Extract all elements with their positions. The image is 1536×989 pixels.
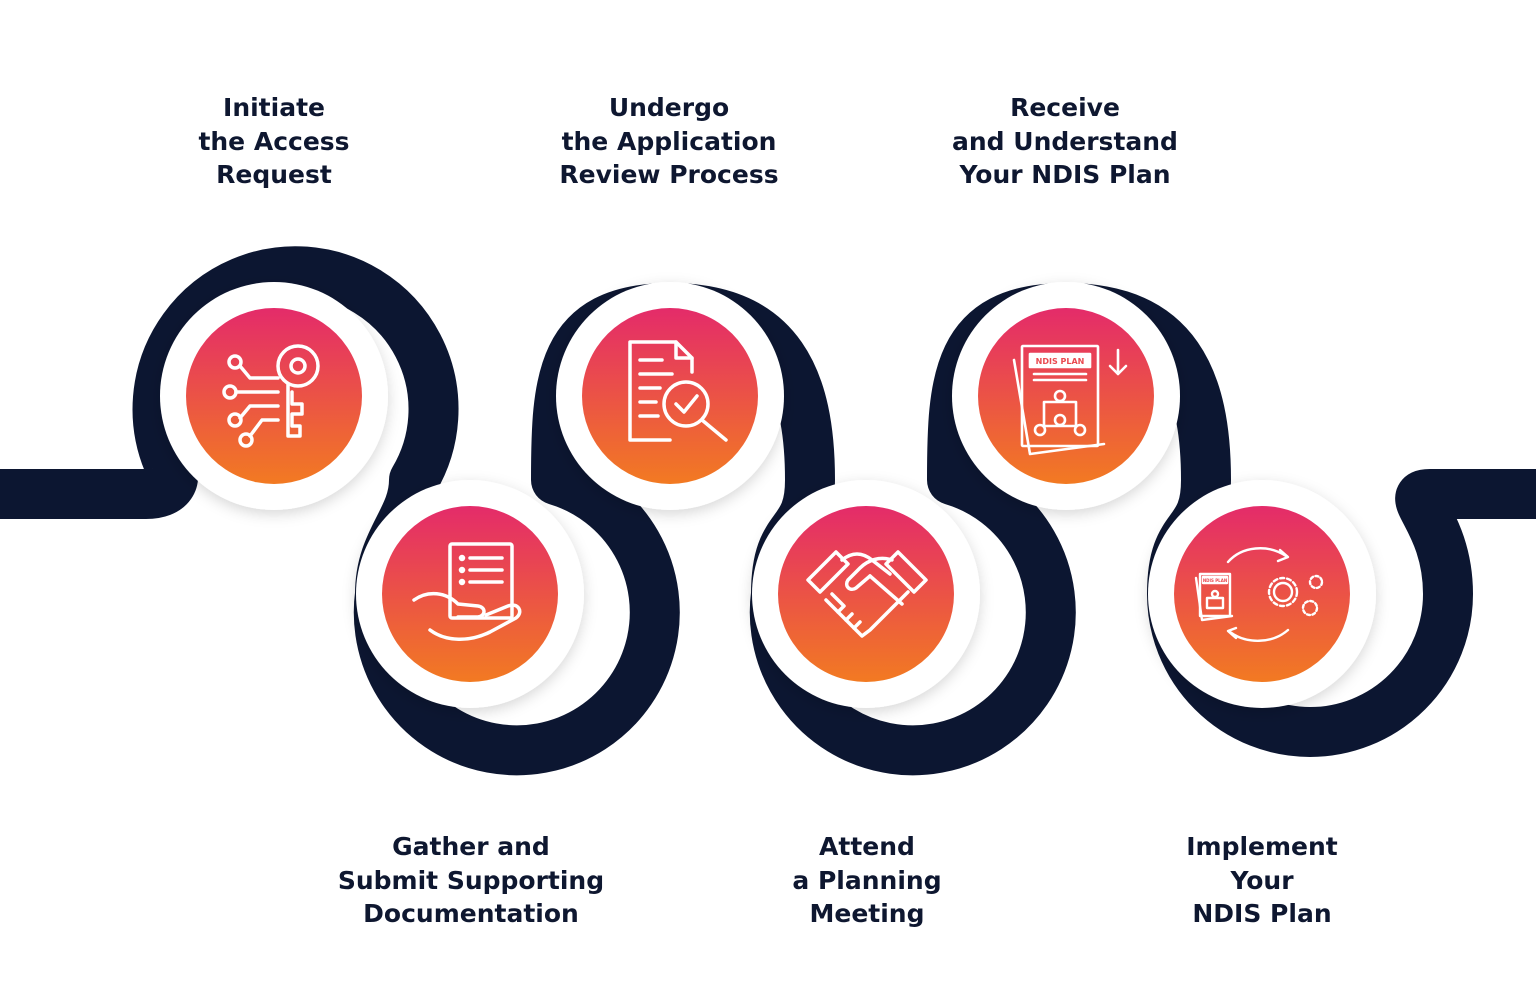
ndis-plan-download-icon [1012, 344, 1128, 456]
step-6-label: Implement Your NDIS Plan [1102, 830, 1422, 931]
step-5-icon-text: NDIS PLAN [1036, 357, 1085, 366]
step-2-badge [382, 506, 558, 682]
step-1-line-2: the Access [198, 126, 350, 156]
step-3-label: Undergo the Application Review Process [509, 91, 829, 192]
step-4-line-3: Meeting [809, 899, 925, 928]
step-1-line-1: Initiate [223, 93, 325, 122]
step-5-label: Receive and Understand Your NDIS Plan [905, 91, 1225, 192]
document-in-hand-icon [412, 542, 522, 641]
step-6-line-2: Your [1230, 865, 1294, 895]
step-3-badge [582, 308, 758, 484]
step-6-badge [1174, 506, 1350, 682]
step-4-badge [778, 506, 954, 682]
step-5-line-3: Your NDIS Plan [959, 160, 1171, 189]
step-2-line-2: Submit Supporting [337, 865, 605, 895]
plan-gears-cycle-icon [1194, 547, 1324, 642]
step-4-label: Attend a Planning Meeting [707, 830, 1027, 931]
step-3-line-1: Undergo [608, 93, 730, 122]
digital-key-icon [222, 344, 320, 448]
step-6-line-3: NDIS Plan [1192, 899, 1332, 928]
step-4-line-1: Attend [819, 832, 915, 861]
step-5-node: NDIS PLAN [952, 282, 1180, 510]
step-3-node [556, 282, 784, 510]
document-review-magnifier-icon [628, 340, 728, 442]
step-6-node: NDIS PLAN [1148, 480, 1376, 708]
step-2-line-3: Documentation [363, 899, 579, 928]
step-3-line-2: the Application [561, 126, 777, 156]
step-3-line-3: Review Process [559, 160, 779, 189]
step-1-label: Initiate the Access Request [114, 91, 434, 192]
step-2-label: Gather and Submit Supporting Documentati… [311, 830, 631, 931]
step-1-line-3: Request [216, 160, 332, 189]
step-6-icon-text: NDIS PLAN [1203, 578, 1227, 583]
step-6-line-1: Implement [1186, 832, 1338, 861]
step-4-line-2: a Planning [792, 865, 942, 895]
step-2-node [356, 480, 584, 708]
step-1-badge [186, 308, 362, 484]
step-5-line-2: and Understand [952, 126, 1178, 156]
step-2-line-1: Gather and [392, 832, 550, 861]
step-4-node [752, 480, 980, 708]
handshake-icon [806, 550, 928, 638]
step-1-node [160, 282, 388, 510]
step-5-line-1: Receive [1010, 93, 1120, 122]
